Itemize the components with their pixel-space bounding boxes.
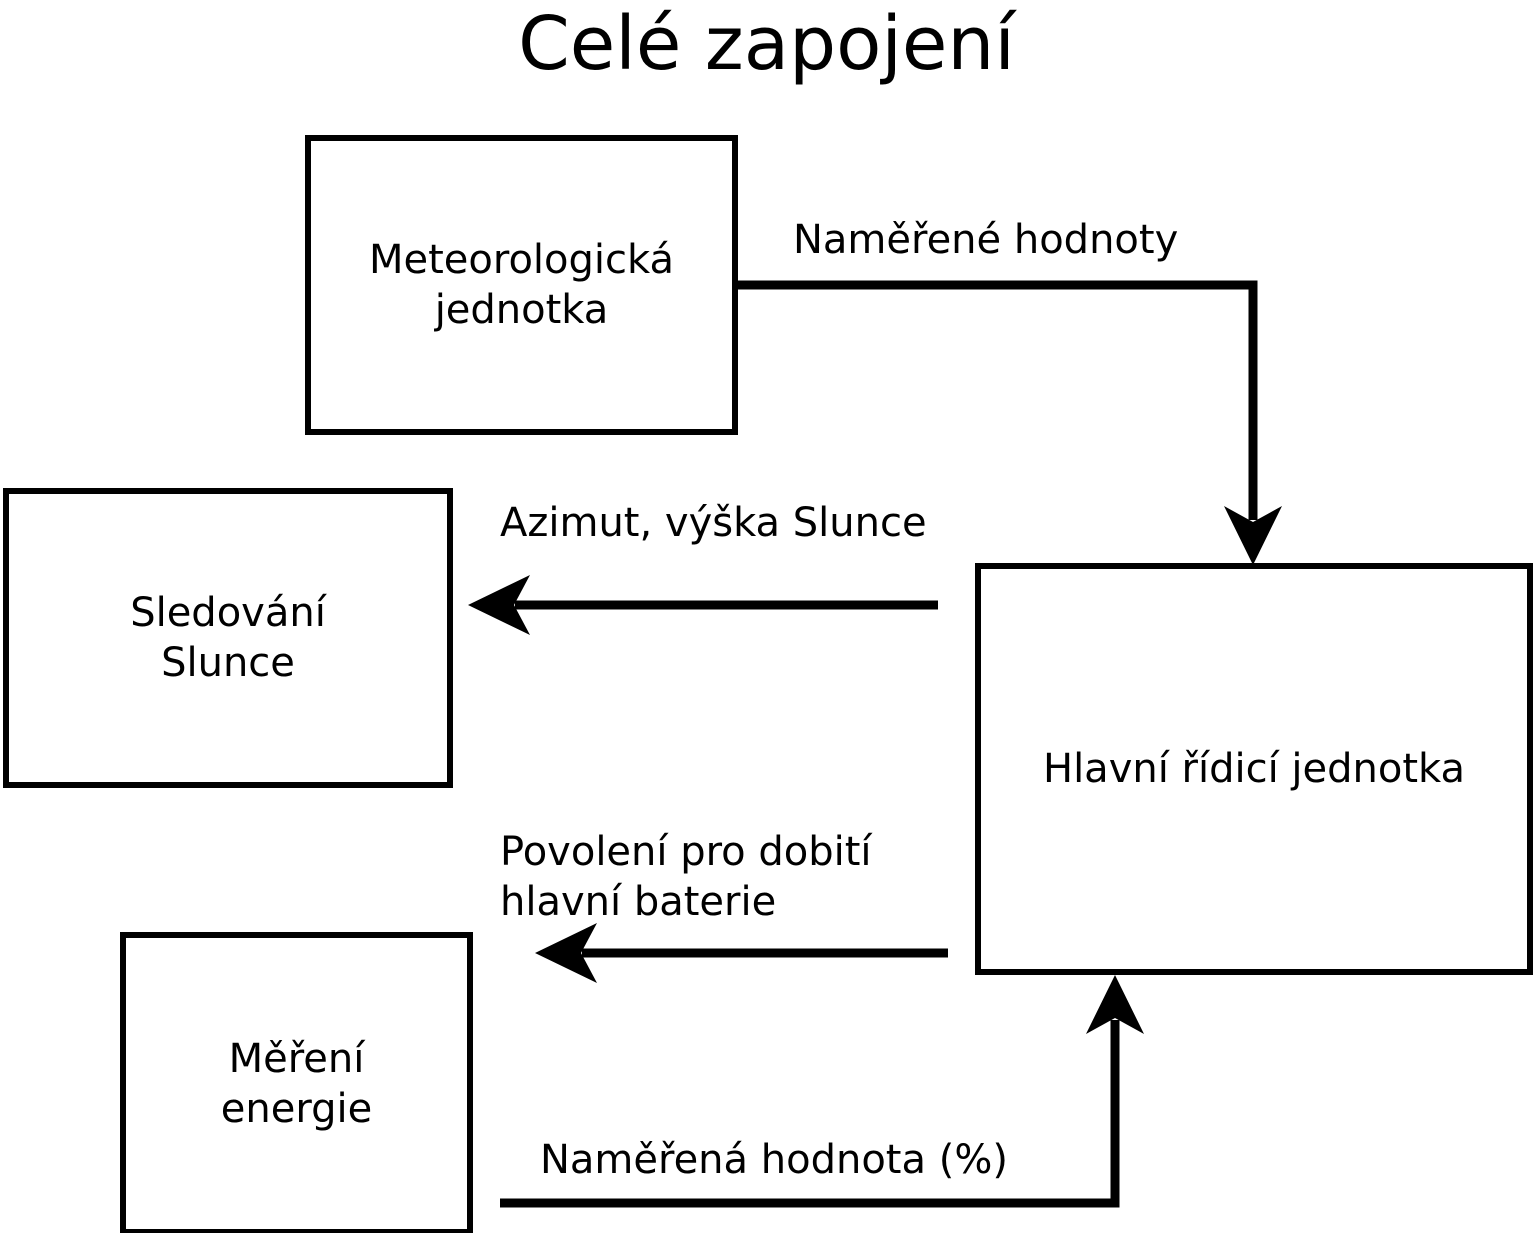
node-energy-measurement-label: Měření energie bbox=[220, 1035, 373, 1132]
edge-measured-values bbox=[735, 280, 1282, 565]
edge-label-azimuth: Azimut, výška Slunce bbox=[500, 500, 927, 546]
node-energy-measurement[interactable]: Měření energie bbox=[120, 932, 473, 1233]
edge-label-measured-values: Naměřené hodnoty bbox=[793, 217, 1179, 263]
page-title: Celé zapojení bbox=[518, 1, 1015, 87]
edge-charge-permission bbox=[535, 923, 948, 983]
node-main-control-unit[interactable]: Hlavní řídicí jednotka bbox=[975, 563, 1533, 975]
node-sun-tracking-label: Sledování Slunce bbox=[130, 590, 326, 686]
node-meteorological-unit[interactable]: Meteorologická jednotka bbox=[305, 135, 738, 435]
node-meteorological-unit-label: Meteorologická jednotka bbox=[369, 237, 674, 333]
edge-measured-percent bbox=[500, 975, 1144, 1208]
edge-azimuth bbox=[468, 575, 938, 635]
node-sun-tracking[interactable]: Sledování Slunce bbox=[3, 488, 453, 788]
edge-label-measured-percent: Naměřená hodnota (%) bbox=[540, 1137, 1008, 1183]
node-main-control-unit-label: Hlavní řídicí jednotka bbox=[1042, 746, 1466, 792]
edge-label-charge-permission: Povolení pro dobití hlavní baterie bbox=[500, 829, 872, 925]
